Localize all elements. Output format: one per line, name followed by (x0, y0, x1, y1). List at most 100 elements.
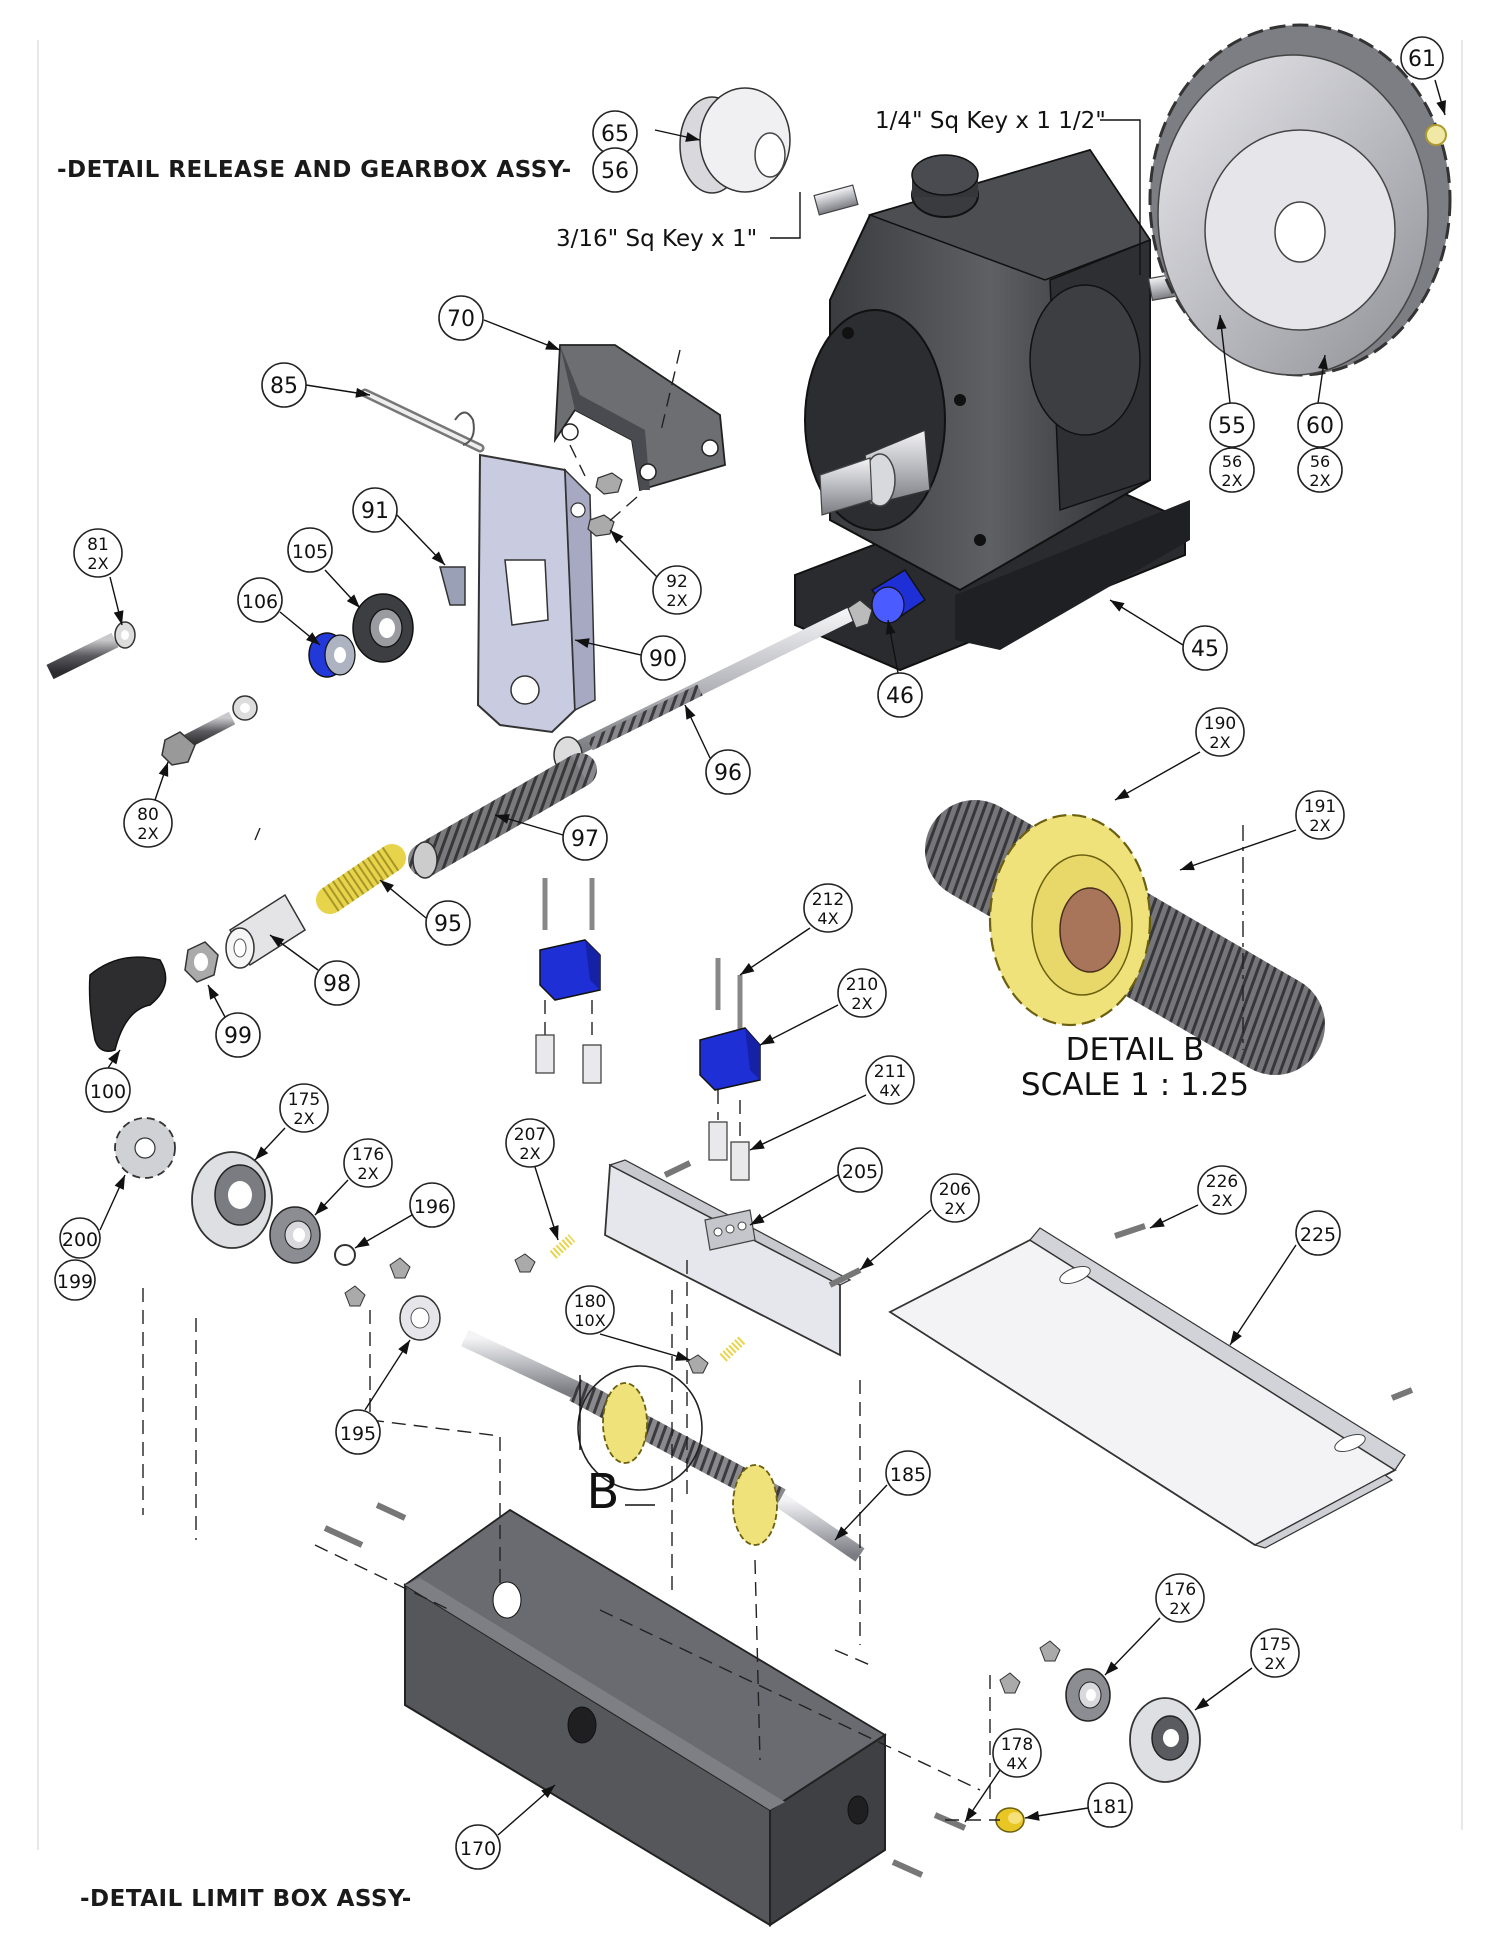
balloon-number: 178 (1001, 1735, 1033, 1755)
balloon-quantity: 2X (519, 1144, 540, 1163)
arrowhead-b92 (610, 530, 624, 544)
balloon-number: 225 (1300, 1224, 1336, 1246)
balloon-quantity: 2X (87, 554, 108, 573)
balloon-b85: 85 (261, 362, 307, 408)
balloon-quantity: 4X (1006, 1754, 1027, 1773)
balloon-circle (1250, 1628, 1300, 1678)
balloon-number: 60 (1306, 414, 1334, 439)
balloon-number: 206 (939, 1180, 971, 1200)
balloon-circle (1297, 402, 1343, 448)
balloon-circle (1195, 707, 1245, 757)
arrowhead-b191 (1180, 860, 1195, 871)
arrowhead-b80 (158, 762, 169, 777)
sprocket-60 (1148, 23, 1452, 377)
arrowhead-b206 (860, 1257, 874, 1270)
balloon-number: 90 (649, 647, 677, 672)
balloon-b100: 100 (85, 1067, 131, 1113)
spring-207b (719, 1336, 746, 1362)
switch-assembly-left (535, 878, 602, 1084)
balloon-b225: 225 (1295, 1210, 1341, 1256)
balloon-circle (877, 672, 923, 718)
balloon-b90: 90 (640, 635, 686, 681)
balloon-number: 185 (890, 1464, 926, 1486)
balloon-circle (1295, 1210, 1341, 1256)
nut-right-b (999, 1672, 1021, 1694)
balloon-number: 205 (842, 1161, 878, 1183)
spring-95 (316, 844, 406, 914)
arrowhead-b91 (431, 551, 445, 565)
bearing-176-left (269, 1206, 321, 1264)
rod-96 (553, 599, 873, 774)
screw-178b (375, 1502, 407, 1521)
switch-assembly-right (699, 958, 761, 1181)
balloon-number: 180 (574, 1292, 606, 1312)
key-1-4-leader (1100, 119, 1141, 275)
balloon-number: 175 (1259, 1635, 1291, 1655)
balloon-circle (279, 1083, 329, 1133)
arrowhead-b45 (1110, 600, 1125, 612)
balloon-quantity: 4X (817, 909, 838, 928)
balloon-number: 45 (1191, 637, 1219, 662)
handle-100 (88, 956, 167, 1052)
balloon-number: 46 (886, 684, 914, 709)
balloon-number: 175 (288, 1090, 320, 1110)
balloon-circle (865, 1055, 915, 1105)
balloon-number: 195 (340, 1423, 376, 1445)
balloon-number: 196 (414, 1196, 450, 1218)
balloon-number: 210 (846, 975, 878, 995)
leader-b205 (749, 1174, 839, 1226)
arrowhead-b105 (346, 594, 360, 608)
balloon-quantity: 2X (357, 1164, 378, 1183)
balloon-circle (592, 147, 638, 193)
plate-90 (476, 453, 596, 734)
balloon-number: 96 (714, 761, 742, 786)
balloon-circle (59, 1217, 101, 1259)
spacer-98 (225, 893, 307, 969)
nut-left-b (344, 1285, 366, 1307)
balloon-b106: 106 (237, 577, 283, 623)
arrowhead-b225 (1230, 1330, 1242, 1345)
detail-b-marker: B (587, 1464, 620, 1520)
arrowhead-b212 (740, 963, 755, 975)
balloon-circle (352, 487, 398, 533)
balloon-b96: 96 (705, 749, 751, 795)
screw-226a (1114, 1223, 1146, 1239)
arrowhead-b185 (835, 1526, 849, 1540)
balloon-b98: 98 (314, 960, 360, 1006)
balloon-quantity: 2X (1209, 733, 1230, 752)
washer-196 (334, 1244, 356, 1266)
balloon-circle (1400, 36, 1444, 80)
balloon-b70: 70 (438, 295, 484, 341)
bearing-105 (352, 593, 414, 663)
leader-b211 (749, 1094, 867, 1151)
arrowhead-b65 (685, 132, 700, 142)
balloon-number: 191 (1304, 797, 1336, 817)
balloon-quantity: 2X (666, 591, 687, 610)
balloon-number: 95 (434, 912, 462, 937)
balloon-circle (562, 815, 608, 861)
collar-46 (870, 568, 927, 624)
balloon-circle (930, 1173, 980, 1223)
balloon-number: 207 (514, 1125, 546, 1145)
arrowhead-b61 (1436, 100, 1446, 115)
balloon-quantity: 2X (1169, 1599, 1190, 1618)
balloon-circle (261, 362, 307, 408)
leader-b180 (599, 1333, 691, 1361)
balloon-circle (1209, 447, 1255, 493)
angle-bracket-205 (604, 1159, 852, 1357)
balloon-b61: 61 (1400, 36, 1444, 80)
balloon-quantity: 2X (1221, 471, 1242, 490)
balloon-number: 81 (87, 535, 109, 555)
screw-206b (828, 1267, 862, 1288)
